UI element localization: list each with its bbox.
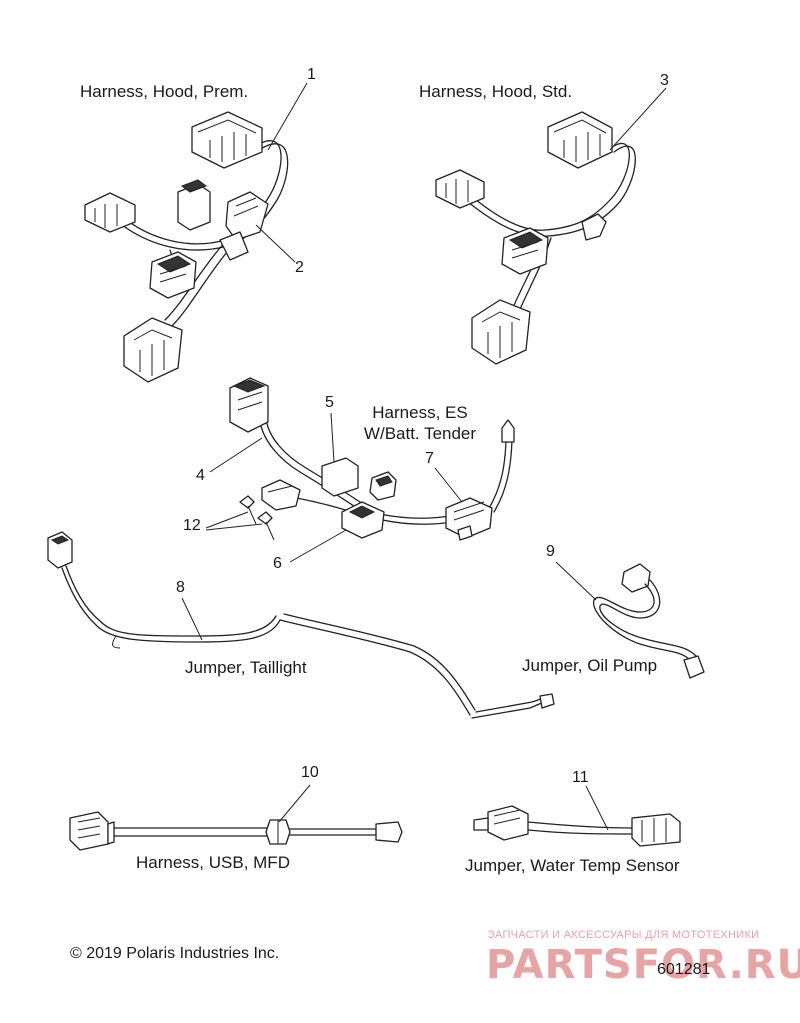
label-harness-es-line1: Harness, ES: [372, 403, 468, 422]
callout-11: 11: [572, 769, 589, 786]
callout-10: 10: [301, 764, 319, 781]
label-harness-hood-prem: Harness, Hood, Prem.: [80, 82, 249, 101]
callout-7: 7: [425, 450, 434, 467]
jumper-taillight-drawing: [47, 531, 555, 719]
leader-lines: [181, 82, 667, 831]
callout-8: 8: [176, 579, 185, 596]
label-jumper-oil-pump: Jumper, Oil Pump: [522, 656, 658, 675]
label-harness-es-line2: W/Batt. Tender: [363, 424, 477, 443]
copyright-text: © 2019 Polaris Industries Inc.: [70, 945, 280, 962]
callout-2: 2: [295, 259, 304, 276]
callout-4: 4: [196, 467, 205, 484]
callout-12: 12: [183, 517, 201, 534]
callout-6: 6: [273, 555, 282, 572]
watermark-logo: PARTSFOR.RU: [486, 942, 800, 988]
harness-es-drawing: [229, 377, 515, 541]
harness-hood-prem-drawing: [84, 111, 289, 383]
harness-usb-mfd-drawing: [69, 811, 403, 851]
jumper-water-temp-drawing: [473, 805, 681, 847]
callout-1: 1: [307, 66, 316, 83]
label-harness-hood-std: Harness, Hood, Std.: [419, 82, 573, 101]
label-jumper-taillight: Jumper, Taillight: [185, 658, 307, 677]
label-harness-usb-mfd: Harness, USB, MFD: [136, 853, 290, 872]
callout-5: 5: [325, 394, 334, 411]
watermark-tagline: ЗАПЧАСТИ И АКСЕССУАРЫ ДЛЯ МОТОТЕХНИКИ: [488, 929, 760, 941]
label-jumper-water-temp: Jumper, Water Temp Sensor: [465, 856, 680, 875]
callout-3: 3: [660, 72, 669, 89]
figure-number: 601281: [657, 961, 711, 978]
jumper-oil-pump-drawing: [593, 563, 705, 679]
callout-9: 9: [546, 543, 555, 560]
harness-hood-std-drawing: [435, 111, 636, 365]
